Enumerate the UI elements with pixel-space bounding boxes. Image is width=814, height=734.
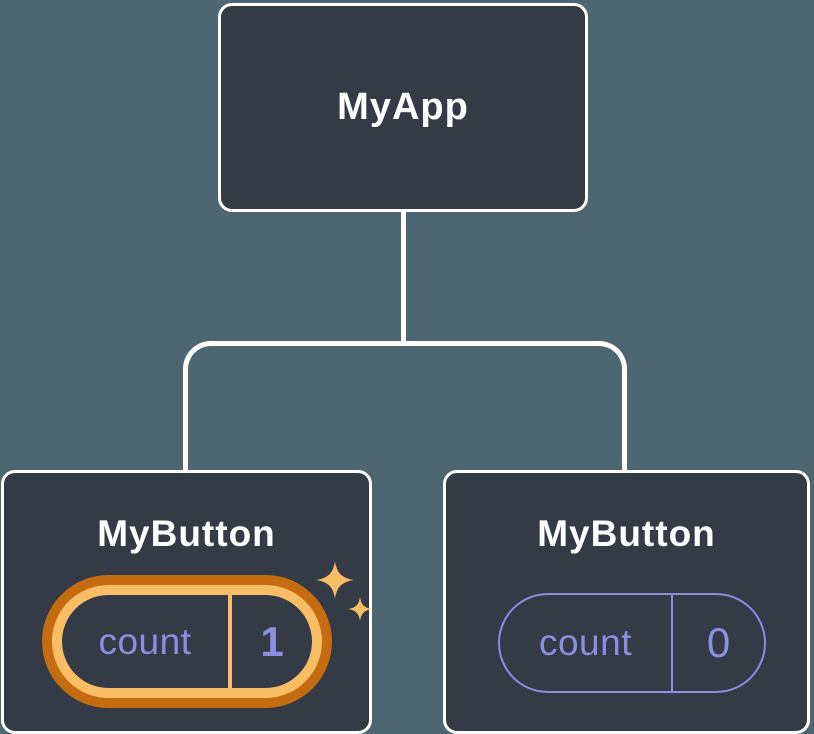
pill-divider [228, 595, 232, 688]
state-value: 1 [260, 617, 284, 665]
connector-branch [183, 341, 627, 470]
mybutton-left-label: MyButton [97, 513, 276, 554]
myapp-label: MyApp [337, 86, 469, 128]
sparkles-icon [316, 561, 372, 621]
tree-node-myapp: MyApp [218, 3, 588, 212]
pill-divider [671, 595, 673, 691]
tree-node-mybutton-left: MyButton count 1 [1, 470, 372, 734]
state-key: count [98, 620, 192, 662]
state-pill-plain: count 0 [498, 593, 766, 693]
state-key: count [538, 622, 632, 663]
state-pill-highlighted: count 1 [52, 585, 322, 698]
state-value: 0 [706, 619, 731, 666]
mybutton-right-label: MyButton [537, 513, 716, 554]
tree-node-mybutton-right: MyButton count 0 [443, 470, 810, 734]
connector-stem [401, 210, 406, 343]
